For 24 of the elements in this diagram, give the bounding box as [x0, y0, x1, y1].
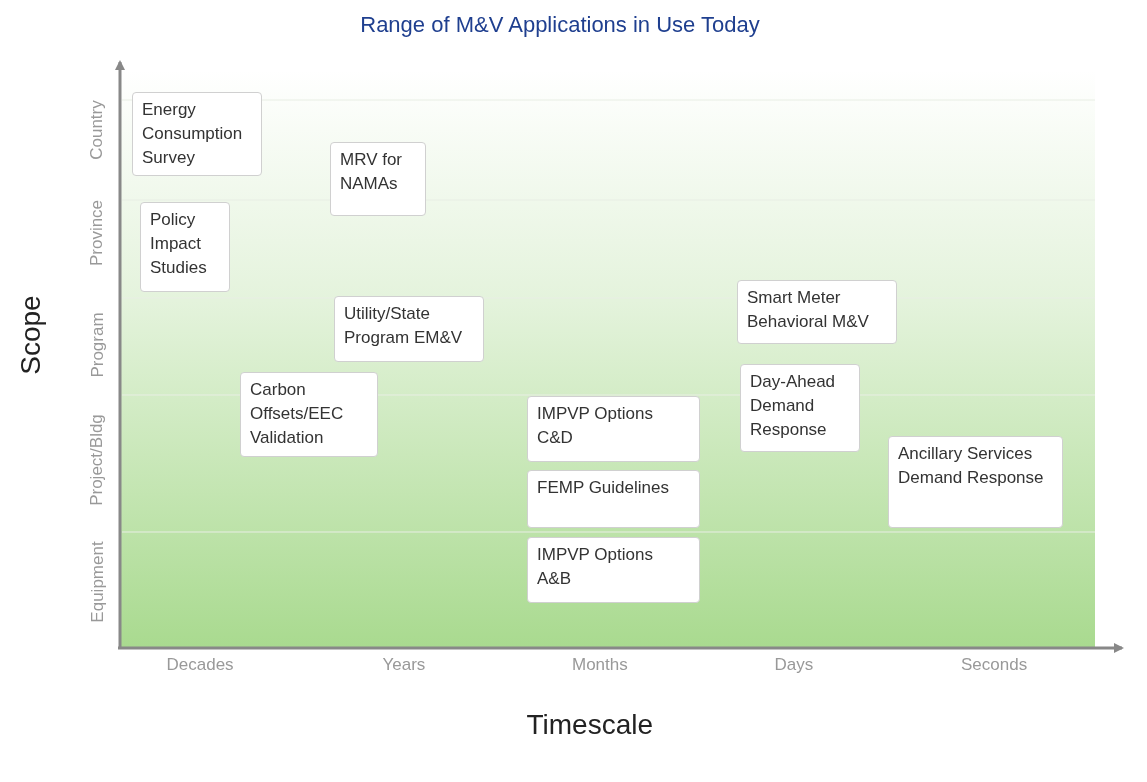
axis-tick-label: Equipment	[87, 541, 108, 623]
text-box: Energy Consumption Survey	[132, 92, 262, 176]
axis-tick-label: Years	[382, 655, 426, 675]
axis-tick-label: Program	[87, 312, 108, 378]
text-box: MRV for NAMAs	[330, 142, 426, 216]
axis-tick-label: Days	[774, 655, 814, 675]
axis-tick-label: Country	[86, 100, 107, 160]
axis-tick-label: Project/Bldg	[86, 414, 107, 506]
text-box: IMPVP Options A&B	[527, 537, 700, 603]
chart-title: Range of M&V Applications in Use Today	[359, 12, 761, 38]
text-box: FEMP Guidelines	[527, 470, 700, 528]
axis-title: Timescale	[526, 709, 654, 741]
axis-tick-label: Months	[572, 655, 628, 675]
text-box: Policy Impact Studies	[140, 202, 230, 292]
axis-tick-label: Decades	[166, 655, 234, 675]
axis-tick-label: Seconds	[961, 655, 1028, 675]
text-box: Day-Ahead Demand Response	[740, 364, 860, 452]
text-box: Utility/State Program EM&V	[334, 296, 484, 362]
text-box: Smart Meter Behavioral M&V	[737, 280, 897, 344]
text-box: Carbon Offsets/EEC Validation	[240, 372, 378, 457]
axis-title: Scope	[14, 295, 47, 375]
axis-tick-label: Province	[87, 199, 108, 267]
text-box: Ancillary Services Demand Response	[888, 436, 1063, 528]
text-box: IMPVP Options C&D	[527, 396, 700, 462]
